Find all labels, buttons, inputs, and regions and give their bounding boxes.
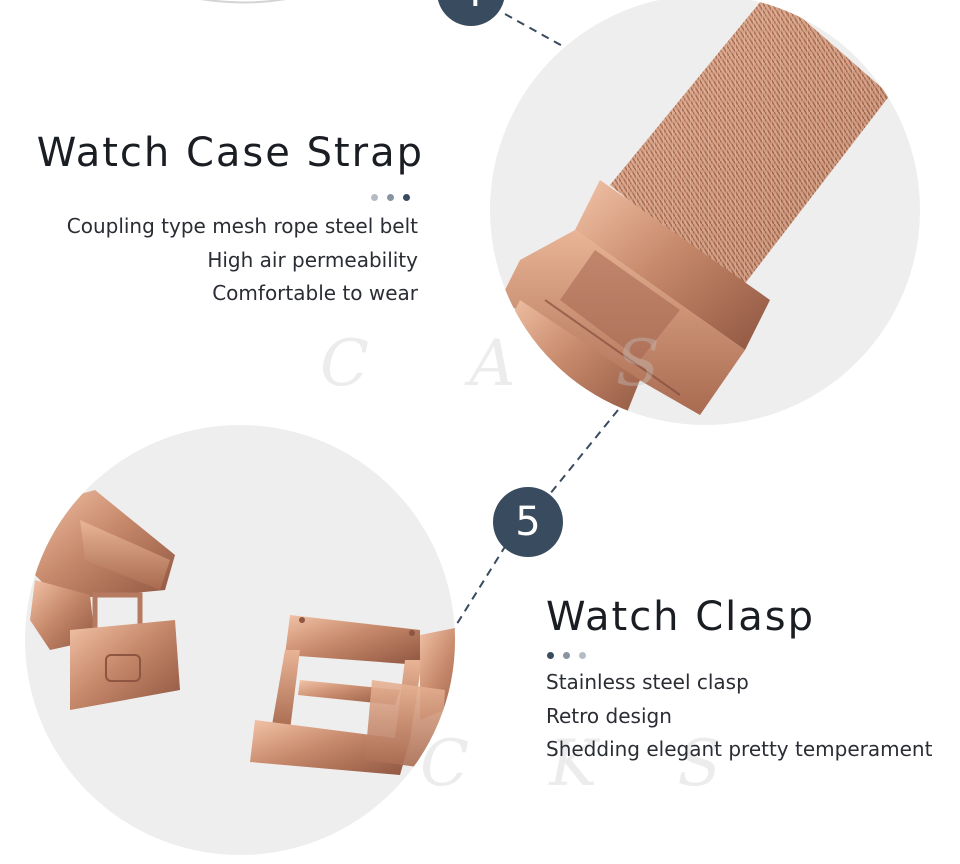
step-badge-5: 5: [493, 487, 563, 557]
mesh-strap-photo: [490, 0, 920, 425]
dot-dark: [547, 652, 554, 659]
clasp-feature-list: Stainless steel clasp Retro design Shedd…: [546, 666, 932, 767]
clasp-section-title: Watch Clasp: [546, 594, 816, 640]
clasp-feature-3: Shedding elegant pretty temperament: [546, 737, 933, 761]
strap-feature-3: Comfortable to wear: [212, 281, 418, 305]
strap-feature-2: High air permeability: [207, 247, 418, 272]
watermark-bottom: C K S: [420, 727, 751, 801]
connector-line-4: [504, 13, 567, 49]
dot-light: [371, 194, 378, 201]
connector-line-5a: [544, 409, 619, 501]
dot-light: [579, 652, 586, 659]
strap-feature-1: Coupling type mesh rope steel belt: [66, 214, 418, 238]
dot-dark: [403, 194, 410, 201]
strap-title-dots: [371, 194, 410, 201]
strap-section-title: Watch Case Strap: [36, 130, 424, 176]
clasp-photo: [25, 425, 455, 855]
dot-mid: [387, 194, 394, 201]
step-number-5: 5: [515, 499, 541, 545]
clasp-title-dots: [547, 652, 586, 659]
strap-feature-list: Coupling type mesh rope steel belt High …: [67, 210, 418, 311]
clasp-feature-2: Retro design: [546, 703, 672, 728]
clasp-feature-1: Stainless steel clasp: [546, 670, 749, 694]
connector-line-5b: [449, 544, 507, 636]
step-number-4: 4: [458, 0, 483, 16]
watermark-top: C A S: [320, 327, 700, 401]
dot-mid: [563, 652, 570, 659]
